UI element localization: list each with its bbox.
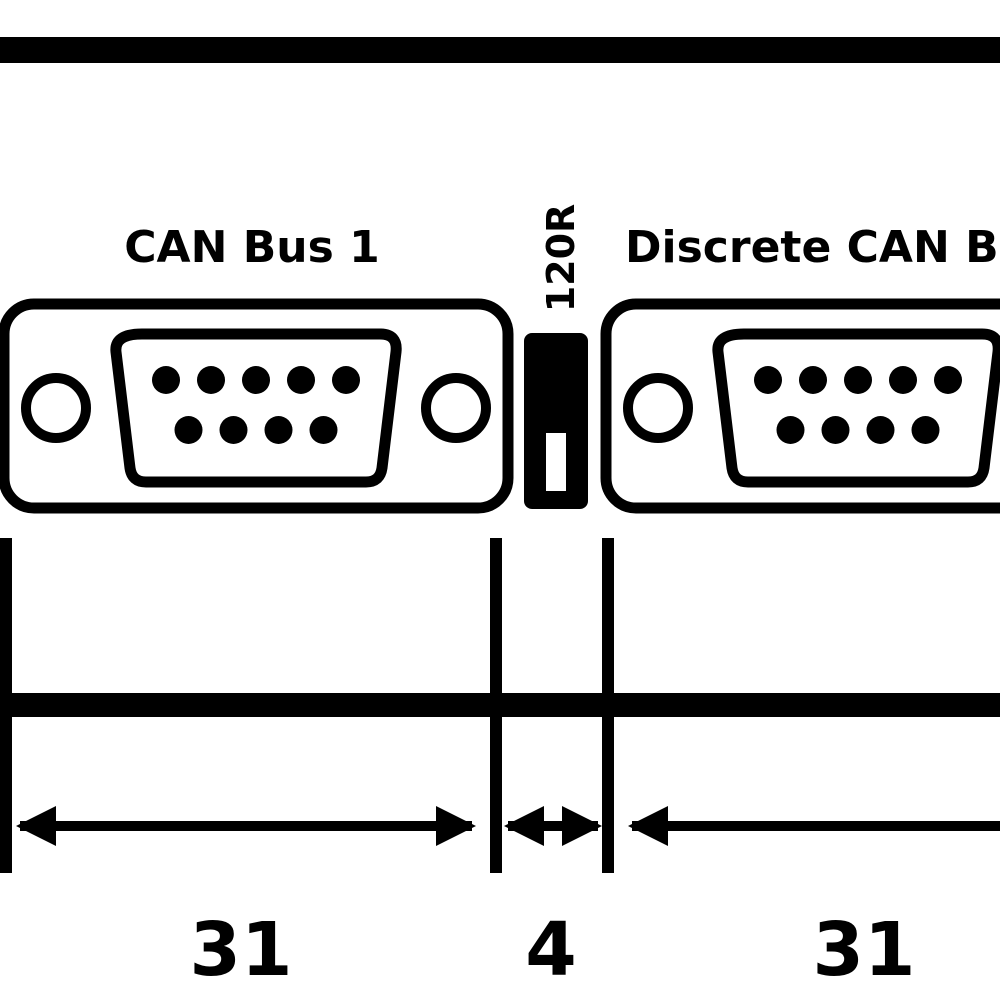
pin bbox=[309, 416, 338, 444]
pin bbox=[197, 366, 225, 394]
db9-connector-icon bbox=[0, 298, 514, 514]
pin bbox=[911, 416, 940, 444]
pin bbox=[219, 416, 248, 444]
pin bbox=[287, 366, 315, 394]
pin bbox=[844, 366, 872, 394]
pin bbox=[152, 366, 180, 394]
pin bbox=[934, 366, 962, 394]
db9-connector-icon bbox=[600, 298, 1000, 514]
discrete-can-bus-label: Discrete CAN Bus bbox=[625, 222, 1000, 273]
pin bbox=[821, 416, 850, 444]
pin bbox=[242, 366, 270, 394]
dimension-right: 31 bbox=[813, 907, 916, 993]
pin bbox=[754, 366, 782, 394]
pin bbox=[889, 366, 917, 394]
pin bbox=[264, 416, 293, 444]
pin bbox=[332, 366, 360, 394]
pin bbox=[866, 416, 895, 444]
pin bbox=[174, 416, 203, 444]
can-bus-1-label: CAN Bus 1 bbox=[124, 222, 379, 273]
pin bbox=[776, 416, 805, 444]
dimension-left: 31 bbox=[190, 907, 293, 993]
panel-bottom-edge bbox=[0, 693, 1000, 717]
terminator-label: 120R bbox=[539, 204, 583, 313]
dip-switch-icon bbox=[524, 333, 588, 509]
dimension-middle: 4 bbox=[525, 907, 577, 993]
pin bbox=[799, 366, 827, 394]
panel-top-edge bbox=[0, 37, 1000, 63]
